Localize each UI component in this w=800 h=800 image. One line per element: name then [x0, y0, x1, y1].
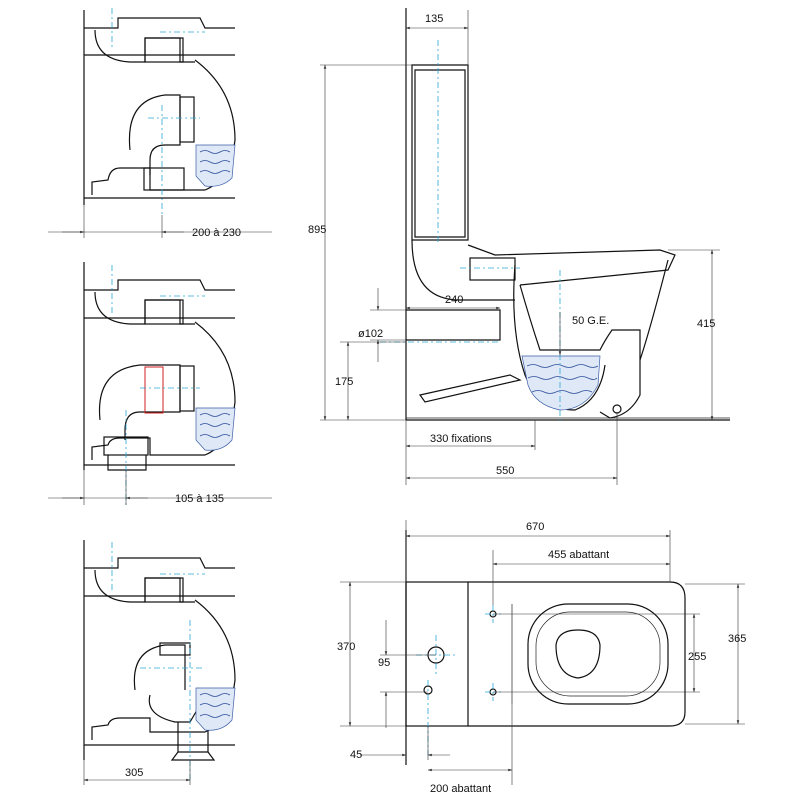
dim-240: 240 — [445, 294, 463, 306]
dim-330-fixations: 330 fixations — [430, 433, 492, 445]
variant-1-section: 200 à 230 — [48, 8, 272, 239]
red-highlight-frame — [144, 366, 164, 414]
variant-3-dimension: 305 — [125, 767, 143, 779]
bowl-opening — [555, 629, 601, 679]
dim-45: 45 — [350, 749, 362, 761]
dim-365: 365 — [728, 633, 746, 645]
side-elevation: 135 895 240 ø102 175 50 G.E. 415 330 fix… — [308, 8, 730, 485]
variant-3-section: 305 — [83, 540, 236, 785]
dim-95: 95 — [378, 657, 390, 669]
variant-2-dimension: 105 à 135 — [175, 493, 224, 505]
dim-670: 670 — [526, 521, 544, 533]
floor-fixing-icon — [612, 404, 622, 414]
dim-455-abattant: 455 abattant — [548, 549, 609, 561]
dim-415: 415 — [697, 318, 715, 330]
plan-view: 670 455 abattant 370 95 255 365 45 — [337, 520, 746, 795]
dim-895: 895 — [308, 224, 326, 236]
dim-50ge: 50 G.E. — [572, 315, 609, 327]
dim-255: 255 — [688, 651, 706, 663]
variant-1-dimension: 200 à 230 — [192, 227, 241, 239]
variant-2-section: 105 à 135 — [48, 262, 272, 505]
dim-175: 175 — [335, 376, 353, 388]
dim-550: 550 — [496, 465, 514, 477]
dim-200-abattant: 200 abattant — [430, 783, 491, 795]
dim-135: 135 — [425, 13, 443, 25]
dim-370: 370 — [337, 641, 355, 653]
hinge-fixing-icon — [485, 605, 501, 701]
dim-102: ø102 — [358, 328, 383, 340]
